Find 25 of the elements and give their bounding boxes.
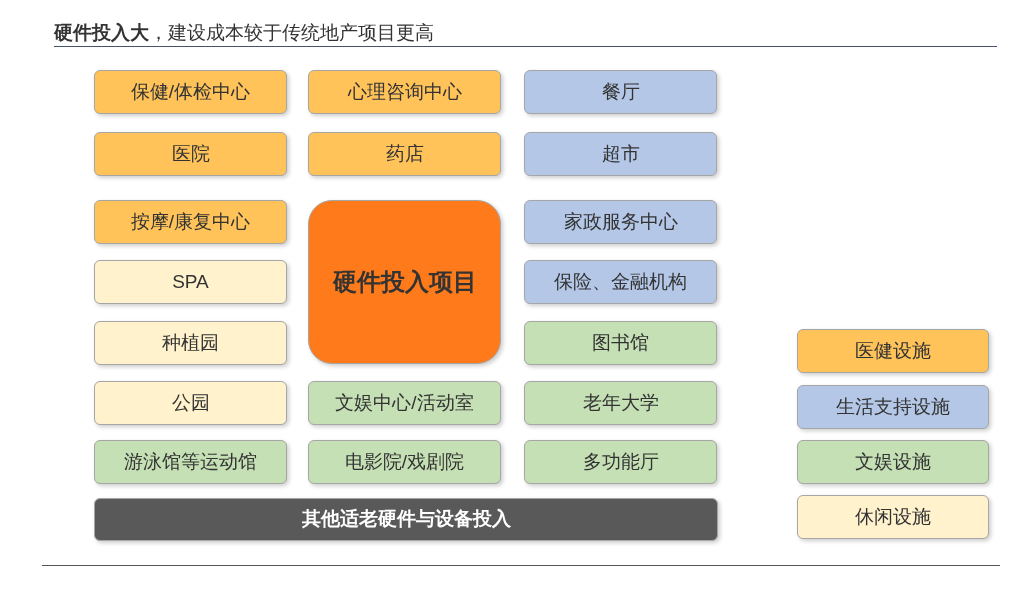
facility-box: 保险、金融机构: [524, 260, 717, 304]
legend-swatch: 文娱设施: [797, 440, 989, 484]
facility-box: 游泳馆等运动馆: [94, 440, 287, 484]
facility-box: 图书馆: [524, 321, 717, 365]
legend-swatch: 医健设施: [797, 329, 989, 373]
facility-box: 多功能厅: [524, 440, 717, 484]
title: 硬件投入大，建设成本较于传统地产项目更高: [54, 21, 434, 45]
facility-box: SPA: [94, 260, 287, 304]
legend-swatch: 生活支持设施: [797, 385, 989, 429]
facility-box: 家政服务中心: [524, 200, 717, 244]
facility-box: 电影院/戏剧院: [308, 440, 501, 484]
facility-box: 文娱中心/活动室: [308, 381, 501, 425]
facility-box: 按摩/康复中心: [94, 200, 287, 244]
facility-box: 医院: [94, 132, 287, 176]
facility-box: 其他适老硬件与设备投入: [94, 498, 718, 541]
facility-box: 餐厅: [524, 70, 717, 114]
legend-swatch: 休闲设施: [797, 495, 989, 539]
facility-box: 老年大学: [524, 381, 717, 425]
facility-box: 药店: [308, 132, 501, 176]
facility-box: 保健/体检中心: [94, 70, 287, 114]
facility-box: 公园: [94, 381, 287, 425]
facility-box: 超市: [524, 132, 717, 176]
facility-box: 心理咨询中心: [308, 70, 501, 114]
facility-box: 种植园: [94, 321, 287, 365]
center-box: 硬件投入项目: [308, 200, 501, 364]
